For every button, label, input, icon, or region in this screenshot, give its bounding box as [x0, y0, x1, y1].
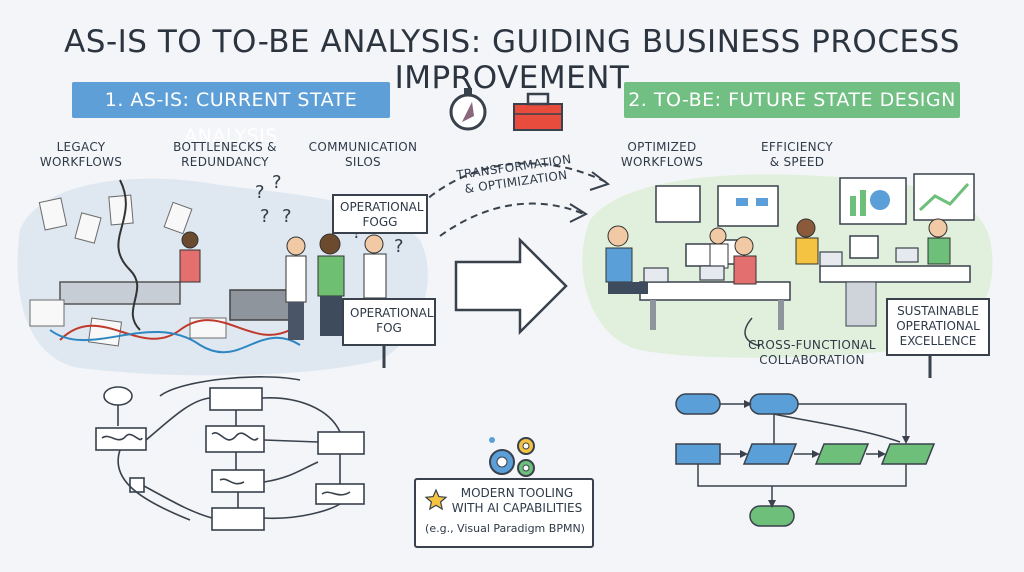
tooling-line3: (e.g., Visual Paradigm BPMN) — [425, 522, 585, 535]
bottlenecks-label-line2: REDUNDANCY — [181, 155, 269, 169]
fogg-sign-line2: FOGG — [362, 215, 398, 229]
asis-tangled-wire-blue — [49, 329, 301, 354]
optimized-label-line2: WORKFLOWS — [620, 155, 704, 169]
optimized-label-line1: OPTIMIZED — [627, 140, 697, 154]
legacy-label-line2: WORKFLOWS — [39, 155, 123, 169]
tobe-clean-flowchart — [675, 393, 936, 527]
tobe-banner: 2. TO-BE: FUTURE STATE DESIGN — [624, 82, 960, 118]
fog-sign-line1: OPERATIONAL — [350, 306, 434, 320]
svg-text:?: ? — [260, 206, 270, 227]
collab-label-line1: CROSS-FUNCTIONAL — [748, 338, 876, 352]
tooling-line2: WITH AI CAPABILITIES — [451, 501, 583, 515]
asis-cabinet — [229, 289, 291, 321]
svg-text:?: ? — [282, 206, 292, 227]
asis-people — [179, 231, 387, 340]
star-icon — [424, 488, 448, 511]
asis-tangled-wire-red — [59, 319, 291, 341]
communication-silos-label: COMMUNICATION SILOS — [300, 140, 426, 170]
silos-label-line2: SILOS — [345, 155, 381, 169]
fogg-sign-line1: OPERATIONAL — [340, 200, 424, 214]
efficiency-speed-label: EFFICIENCY & SPEED — [742, 140, 852, 170]
transform-dashed-arrowhead-bottom — [569, 203, 589, 223]
fog-sign-line2: FOG — [376, 321, 402, 335]
cross-functional-label: CROSS-FUNCTIONAL COLLABORATION — [744, 338, 880, 368]
tobe-laptops — [643, 247, 919, 283]
sustainable-excellence-sign: SUSTAINABLE OPERATIONAL EXCELLENCE — [886, 298, 990, 356]
svg-text:?: ? — [272, 172, 282, 193]
asis-messy-flowchart — [95, 376, 365, 531]
right-arrow-icon — [454, 236, 568, 336]
excellence-line2: OPERATIONAL — [896, 319, 980, 333]
collab-pointer — [744, 317, 761, 347]
silos-label-line1: COMMUNICATION — [308, 140, 418, 154]
legacy-label-line1: LEGACY — [56, 140, 106, 154]
asis-tangled-wire-black — [117, 179, 141, 331]
gears-icon — [489, 437, 535, 477]
transform-dashed-arrow-bottom — [439, 202, 585, 237]
excellence-line3: EXCELLENCE — [899, 334, 977, 348]
excellence-line1: SUSTAINABLE — [897, 304, 979, 318]
efficiency-label-line2: & SPEED — [769, 155, 825, 169]
optimized-workflows-label: OPTIMIZED WORKFLOWS — [612, 140, 712, 170]
operational-fogg-sign: OPERATIONAL FOGG — [332, 194, 428, 234]
tooling-line1: MODERN TOOLING — [460, 486, 574, 500]
toolbox-icon — [513, 92, 563, 131]
bottlenecks-label-line1: BOTTLENECKS & — [173, 140, 277, 154]
transform-dashed-arrowhead-top — [589, 171, 611, 191]
svg-text:?: ? — [394, 236, 404, 257]
asis-banner: 1. AS-IS: CURRENT STATE ANALYSIS — [72, 82, 390, 147]
tobe-wall-boards — [655, 173, 975, 227]
tobe-people — [605, 218, 951, 294]
collab-label-line2: COLLABORATION — [759, 353, 865, 367]
bottlenecks-label: BOTTLENECKS & REDUNDANCY — [160, 140, 290, 170]
operational-fog-sign: OPERATIONAL FOG — [342, 298, 436, 346]
efficiency-label-line1: EFFICIENCY — [761, 140, 833, 154]
compass-icon — [449, 88, 487, 131]
transform-dashed-arrow-top — [419, 162, 607, 206]
svg-text:?: ? — [255, 182, 265, 203]
modern-tooling-box: MODERN TOOLING WITH AI CAPABILITIES (e.g… — [414, 478, 594, 548]
legacy-workflows-label: LEGACY WORKFLOWS — [36, 140, 126, 170]
asis-desk — [59, 281, 181, 305]
page-title: AS-IS TO TO-BE ANALYSIS: GUIDING BUSINES… — [64, 24, 960, 96]
